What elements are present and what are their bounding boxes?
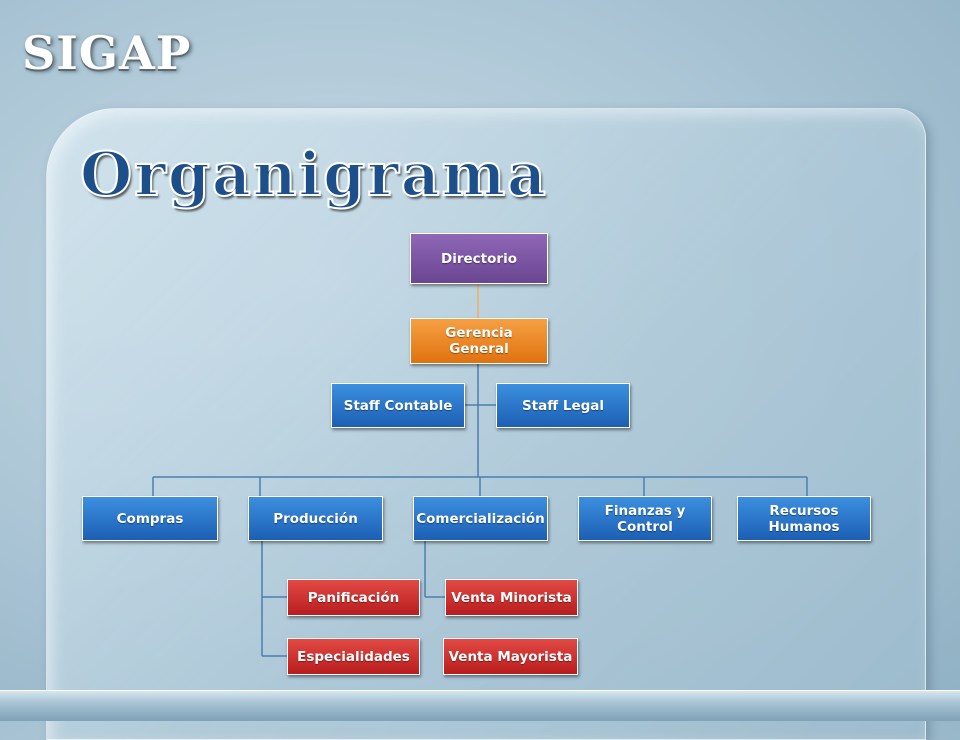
bottom-bar: [0, 690, 960, 721]
node-recursos-humanos[interactable]: Recursos Humanos: [737, 496, 871, 541]
node-staff-legal[interactable]: Staff Legal: [496, 383, 630, 428]
node-directorio[interactable]: Directorio: [410, 233, 548, 284]
node-finanzas-control[interactable]: Finanzas y Control: [578, 496, 712, 541]
node-especialidades[interactable]: Especialidades: [287, 638, 420, 675]
node-compras[interactable]: Compras: [82, 496, 218, 541]
node-gerencia-general[interactable]: Gerencia General: [410, 318, 548, 364]
brand-logo-text: SIGAP: [22, 26, 192, 80]
node-venta-minorista[interactable]: Venta Minorista: [445, 579, 578, 616]
node-venta-mayorista[interactable]: Venta Mayorista: [443, 638, 578, 675]
slide-title: Organigrama: [79, 139, 548, 211]
content-panel: [46, 108, 926, 740]
node-produccion[interactable]: Producción: [248, 496, 383, 541]
node-staff-contable[interactable]: Staff Contable: [331, 383, 465, 428]
node-comercializacion[interactable]: Comercialización: [413, 496, 548, 541]
node-panificacion[interactable]: Panificación: [287, 579, 420, 616]
